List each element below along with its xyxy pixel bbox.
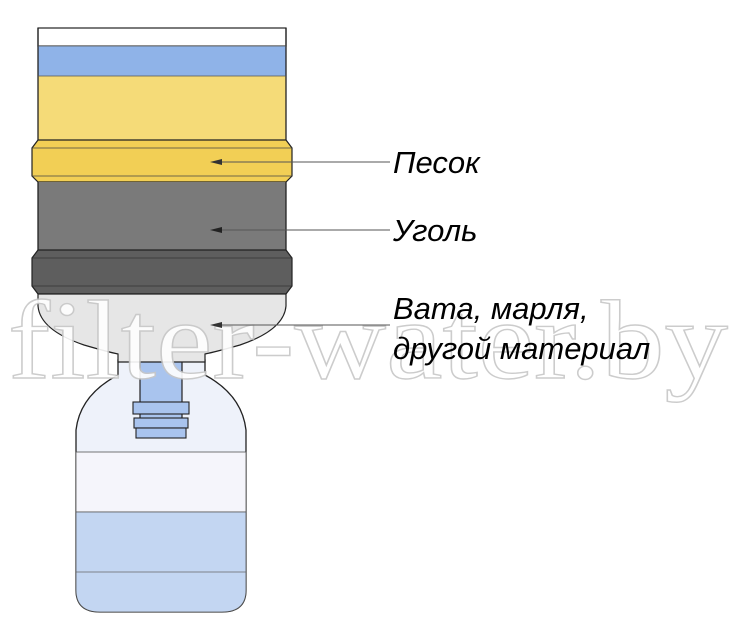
collection-jar [75,359,247,613]
jar-water [75,511,247,613]
label-sand: Песок [393,145,481,180]
neck-ring-2 [133,417,189,429]
sand-layer [38,76,286,140]
label-coal: Уголь [392,213,477,248]
bottle-top [37,27,287,47]
label-cotton-line2: другой материал [393,331,650,366]
cotton-arrowhead [210,322,222,328]
cotton-layer [37,293,287,363]
neck-ring-1 [132,401,190,415]
coal-layer [38,182,286,250]
bottle-neck [132,351,190,439]
filter-bottle [31,27,293,363]
water-layer [38,46,286,76]
jar-label-band [75,451,247,513]
leader-lines [210,159,390,328]
sand-arrowhead [210,159,222,165]
neck-ring-3 [135,427,187,439]
watermark-text: filter-water.by [8,279,728,403]
coal-arrowhead [210,227,222,233]
label-cotton-line1: Вата, марля, [393,291,589,326]
